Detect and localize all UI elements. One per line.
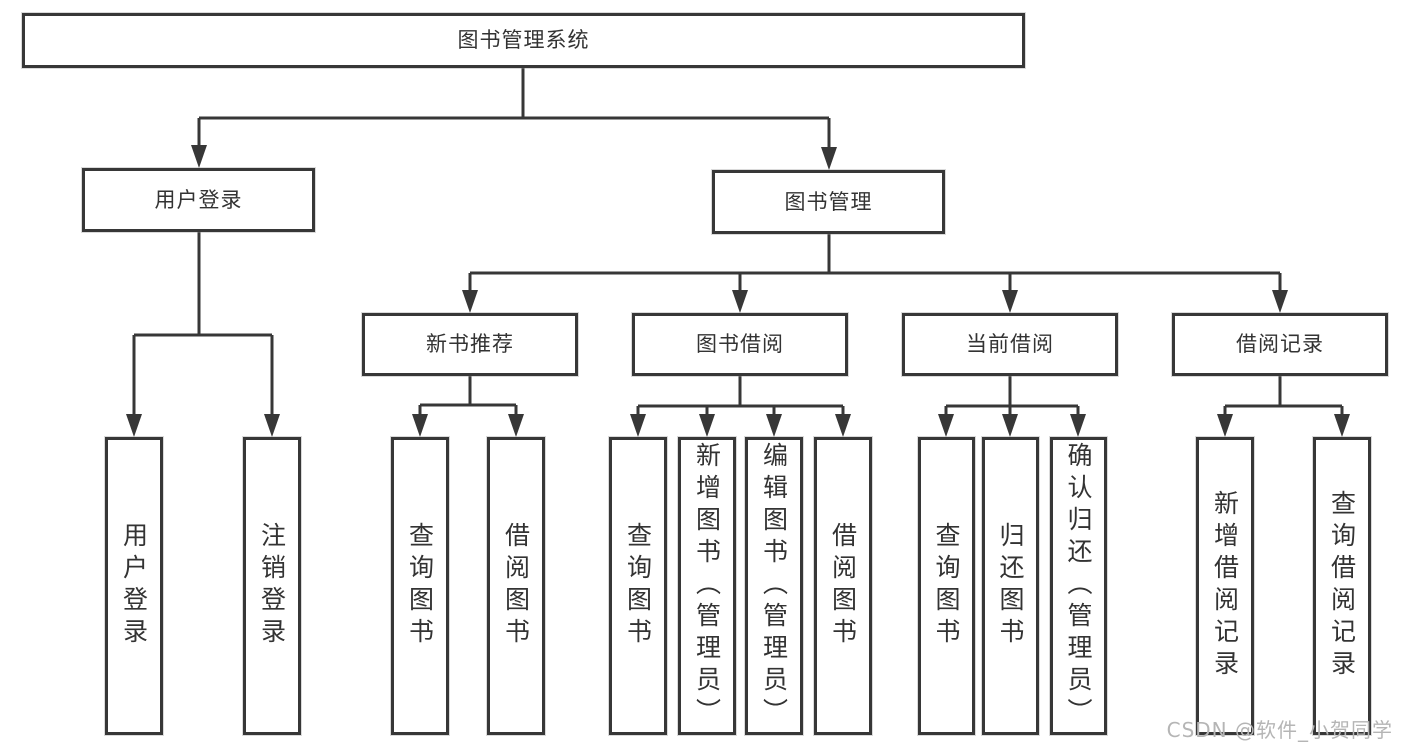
leaf-borrow-add-books-admin-label: 新增图书（管理员）	[692, 442, 722, 730]
node-new-book-recommend: 新书推荐	[362, 313, 578, 376]
leaf-current-confirm-return-admin: 确认归还（管理员）	[1050, 437, 1107, 735]
leaf-current-query-books-label: 查询图书	[932, 522, 961, 650]
node-borrow-record: 借阅记录	[1172, 313, 1388, 376]
leaf-borrow-query-books: 查询图书	[609, 437, 667, 735]
node-current-borrow-label: 当前借阅	[966, 332, 1054, 356]
leaf-borrow-query-books-label: 查询图书	[623, 522, 653, 650]
leaf-user-login-label: 用户登录	[119, 522, 149, 650]
leaf-logout-label: 注销登录	[257, 522, 287, 650]
node-book-borrow: 图书借阅	[632, 313, 848, 376]
leaf-current-return-books-label: 归还图书	[996, 522, 1025, 650]
leaf-logout: 注销登录	[243, 437, 301, 735]
node-book-management-label: 图书管理	[784, 189, 873, 214]
leaf-record-query-borrow-record-label: 查询借阅记录	[1327, 490, 1357, 682]
leaf-current-query-books: 查询图书	[918, 437, 975, 735]
leaf-newbook-borrow-books: 借阅图书	[487, 437, 545, 735]
node-book-management: 图书管理	[712, 170, 945, 234]
leaf-current-return-books: 归还图书	[982, 437, 1039, 735]
leaf-user-login: 用户登录	[105, 437, 163, 735]
node-current-borrow: 当前借阅	[902, 313, 1118, 376]
leaf-record-add-borrow-record-label: 新增借阅记录	[1210, 490, 1240, 682]
csdn-watermark: CSDN @软件_小贺同学	[1166, 718, 1393, 742]
leaf-newbook-borrow-books-label: 借阅图书	[501, 522, 531, 650]
node-root-label: 图书管理系统	[457, 28, 590, 52]
node-new-book-recommend-label: 新书推荐	[426, 332, 514, 356]
leaf-borrow-borrow-books: 借阅图书	[814, 437, 872, 735]
node-root: 图书管理系统	[22, 13, 1025, 68]
leaf-borrow-edit-books-admin: 编辑图书（管理员）	[745, 437, 803, 735]
leaf-borrow-add-books-admin: 新增图书（管理员）	[678, 437, 736, 735]
leaf-newbook-query-books: 查询图书	[391, 437, 449, 735]
leaf-borrow-edit-books-admin-label: 编辑图书（管理员）	[759, 442, 789, 730]
leaf-newbook-query-books-label: 查询图书	[405, 522, 435, 650]
node-user-login-label: 用户登录	[154, 187, 243, 212]
leaf-borrow-borrow-books-label: 借阅图书	[828, 522, 858, 650]
node-borrow-record-label: 借阅记录	[1236, 332, 1324, 356]
leaf-record-add-borrow-record: 新增借阅记录	[1196, 437, 1254, 735]
node-book-borrow-label: 图书借阅	[696, 332, 784, 356]
leaf-current-confirm-return-admin-label: 确认归还（管理员）	[1064, 442, 1093, 730]
leaf-record-query-borrow-record: 查询借阅记录	[1313, 437, 1371, 735]
node-user-login: 用户登录	[82, 168, 315, 232]
